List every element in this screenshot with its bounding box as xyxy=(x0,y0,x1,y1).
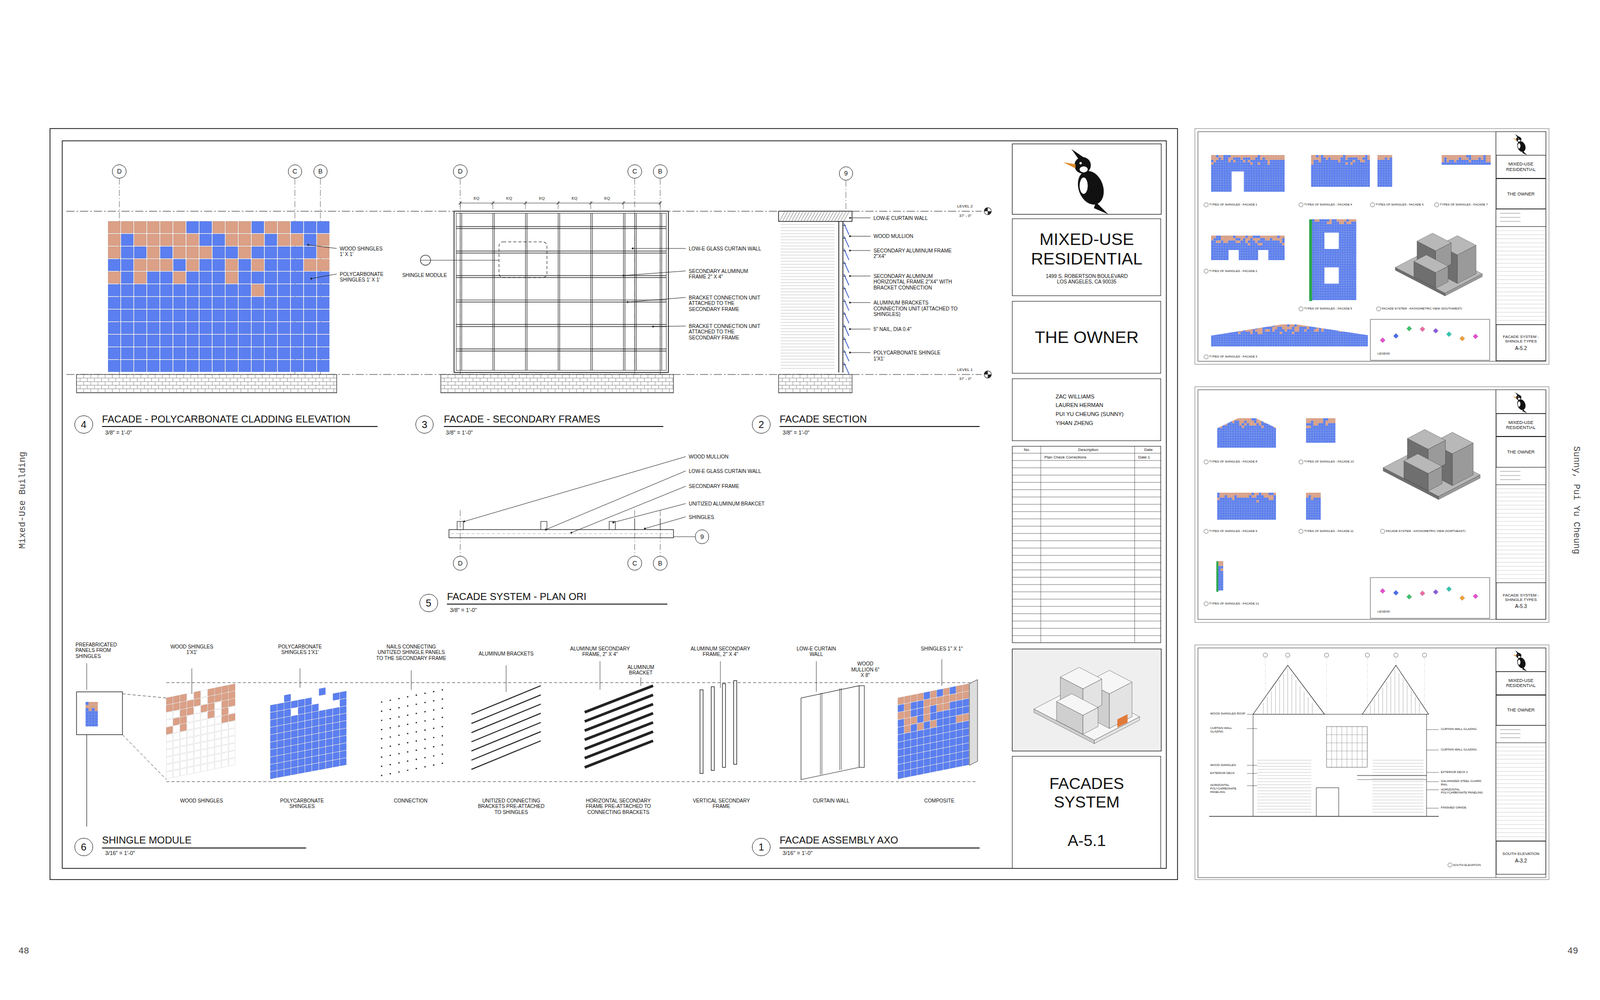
sheet-page: DCBDCB9432DCB9561MIXED-USE RESIDENTIAL14… xyxy=(0,0,1600,1000)
